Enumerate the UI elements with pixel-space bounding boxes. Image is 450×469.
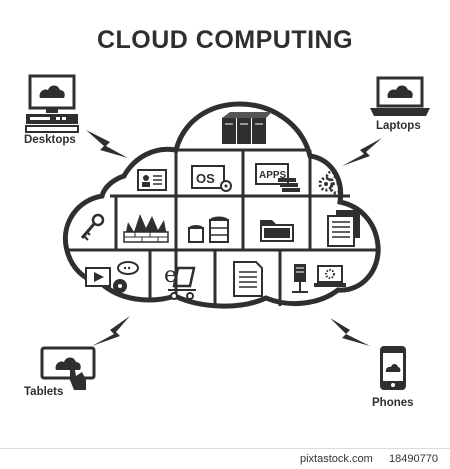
stock-image-id: 18490770 — [389, 453, 438, 465]
id-card-icon — [137, 169, 167, 191]
laptop-device-icon — [370, 76, 430, 116]
key-icon — [80, 213, 105, 241]
tablet-device-icon — [40, 346, 96, 390]
desktops-label: Desktops — [24, 134, 76, 146]
stock-site-text: pixtastock.com — [300, 453, 373, 465]
phone-device-icon — [380, 346, 406, 390]
database-icon — [188, 216, 229, 243]
ecommerce-cart-icon: e — [164, 263, 196, 300]
cloud-grid — [66, 148, 380, 308]
media-icon — [85, 261, 139, 293]
desktop-computer-icon — [25, 74, 79, 133]
documents-icon — [327, 210, 360, 247]
laptops-label: Laptops — [376, 120, 421, 132]
os-label: OS — [196, 171, 215, 186]
stock-footer: pixtastock.com 18490770 — [0, 448, 450, 469]
connector-bolt-tablets — [92, 316, 130, 346]
laptop-gear-icon — [314, 265, 346, 287]
connector-bolt-desktops — [86, 130, 128, 158]
folder-icon — [260, 220, 294, 242]
tablets-label: Tablets — [24, 386, 64, 398]
connector-bolt-laptops — [342, 138, 382, 166]
page-title: CLOUD COMPUTING — [96, 26, 354, 54]
firewall-icon — [123, 214, 169, 243]
os-icon: OS — [191, 165, 232, 192]
server-rack-icon — [222, 112, 272, 144]
connector-bolt-phones — [330, 318, 370, 346]
gears-icon — [318, 170, 343, 195]
network-server-icon — [292, 264, 308, 293]
document-icon — [233, 261, 263, 297]
phones-label: Phones — [372, 397, 414, 409]
apps-icon: APPS — [255, 163, 300, 192]
apps-label: APPS — [259, 170, 287, 181]
